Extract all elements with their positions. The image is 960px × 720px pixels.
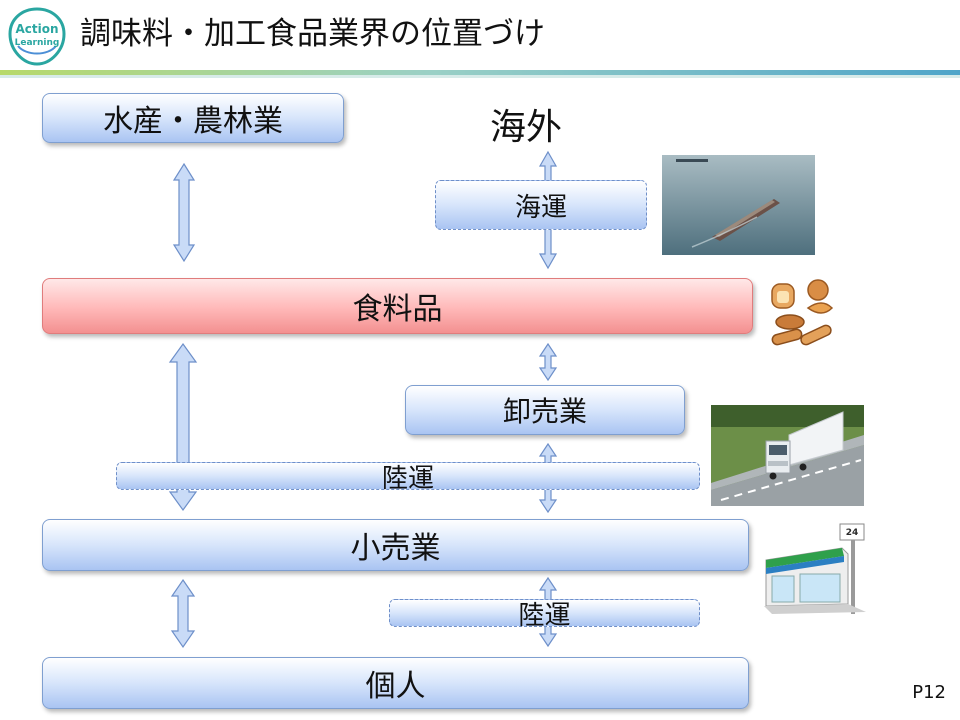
logo-text-top: Action — [15, 22, 58, 36]
arrow-food-wholesale — [538, 342, 558, 382]
convenience-store-icon: 24 — [764, 523, 866, 614]
svg-text:24: 24 — [846, 528, 859, 538]
node-individual-label: 個人 — [365, 669, 426, 704]
page-title: 調味料・加工食品業界の位置づけ — [80, 16, 545, 52]
node-retail: 小売業 — [42, 519, 749, 571]
truck-photo-icon — [711, 405, 864, 506]
header-divider — [0, 70, 960, 78]
node-retail-label: 小売業 — [350, 531, 441, 566]
node-land-transport-1: 陸運 — [116, 462, 700, 494]
node-land-transport-2: 陸運 — [389, 599, 700, 631]
node-land-transport-2-label: 陸運 — [518, 600, 571, 631]
node-primary-industry: 水産・農林業 — [42, 93, 344, 143]
node-food-products: 食料品 — [42, 278, 753, 334]
action-learning-logo-icon: Action Learning — [8, 7, 66, 66]
logo-text-bottom: Learning — [15, 38, 60, 48]
node-overseas: 海外 — [490, 107, 563, 148]
node-sea-transport: 海運 — [435, 180, 647, 230]
arrow-primary-food — [172, 162, 196, 263]
node-wholesale-label: 卸売業 — [502, 395, 587, 428]
page-number: P12 — [912, 682, 946, 703]
bread-pastries-icon — [771, 279, 834, 346]
node-primary-industry-label: 水産・農林業 — [103, 104, 283, 139]
node-individual: 個人 — [42, 657, 749, 709]
arrow-retail-individual — [170, 578, 196, 649]
node-land-transport-1-label: 陸運 — [381, 463, 434, 494]
cargo-ship-photo-icon — [662, 155, 815, 255]
node-food-products-label: 食料品 — [352, 292, 443, 327]
node-sea-transport-label: 海運 — [514, 192, 567, 223]
node-wholesale: 卸売業 — [405, 385, 685, 435]
